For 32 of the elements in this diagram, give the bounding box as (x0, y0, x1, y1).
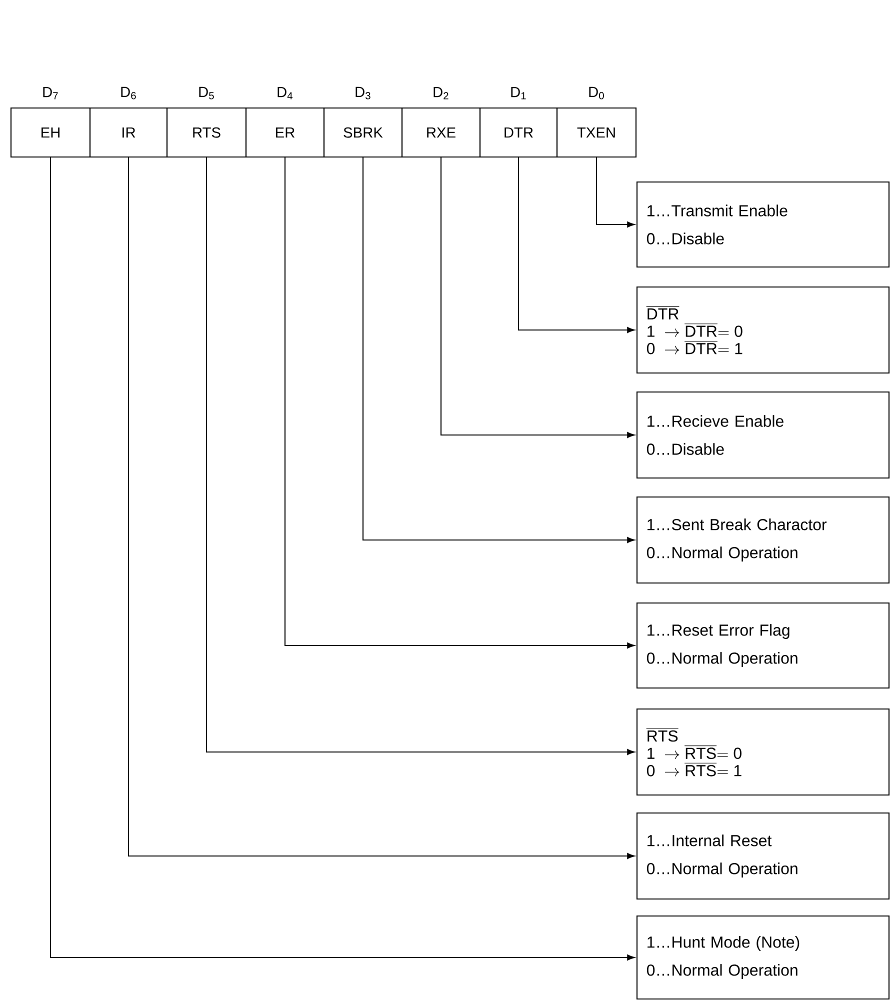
description-box: 1…Internal Reset 0…Normal Operation (636, 812, 890, 900)
register-cell: RXE (401, 107, 481, 158)
register-cell: RTS (166, 107, 247, 158)
register-cell: DTR (479, 107, 558, 158)
arrow (518, 158, 635, 333)
bit-label: D$_{6}$ (121, 86, 136, 100)
arrow (206, 158, 635, 755)
description-box: $\overline{\mathsf{RTS}}$ $\mathsf{1} \;\rightarrow \overline{\mathsf{RTS}} \mathsf{= 0}$ $\mathsf{0} \;\rightarrow \overline{\mathsf{RTS}} \mathsf{= 1}$ (636, 708, 890, 796)
register-cell: IR (89, 107, 168, 158)
register-cell: ER (245, 107, 325, 158)
arrow (128, 158, 635, 859)
bit-label: D$_{3}$ (356, 86, 370, 100)
description-box: 1…Hunt Mode (Note) 0…Normal Operation (636, 915, 890, 1000)
register-cell: EH (10, 107, 91, 158)
arrow (284, 158, 635, 648)
bit-label: D$_{1}$ (511, 87, 526, 100)
bit-label: D$_{2}$ (434, 87, 448, 100)
register-cell: TXEN (556, 107, 637, 158)
arrow (50, 158, 635, 960)
register-cell: SBRK (323, 107, 403, 158)
arrow (440, 158, 635, 438)
description-box: 1…Recieve Enable 0…Disable (636, 391, 890, 479)
arrow (596, 158, 635, 228)
description-box: $\overline{\mathsf{DTR}}$ $\mathsf{1} \;\rightarrow \overline{\mathsf{DTR}} \mathsf{= 0}$ $\mathsf{0} \;\rightarrow \overline{\mathsf{DTR}} \mathsf{= 1}$ (636, 286, 890, 374)
bit-label: D$_{4}$ (278, 87, 293, 100)
bit-label: D$_{5}$ (199, 86, 214, 100)
description-box: 1…Reset Error Flag 0…Normal Operation (636, 602, 890, 689)
description-box: 1…Transmit Enable 0…Disable (636, 181, 890, 268)
bit-label: D$_{7}$ (43, 87, 58, 100)
description-box: 1…Sent Break Charactor 0…Normal Operation (636, 496, 890, 584)
bit-label: D$_{0}$ (589, 86, 604, 100)
arrow (362, 158, 635, 543)
